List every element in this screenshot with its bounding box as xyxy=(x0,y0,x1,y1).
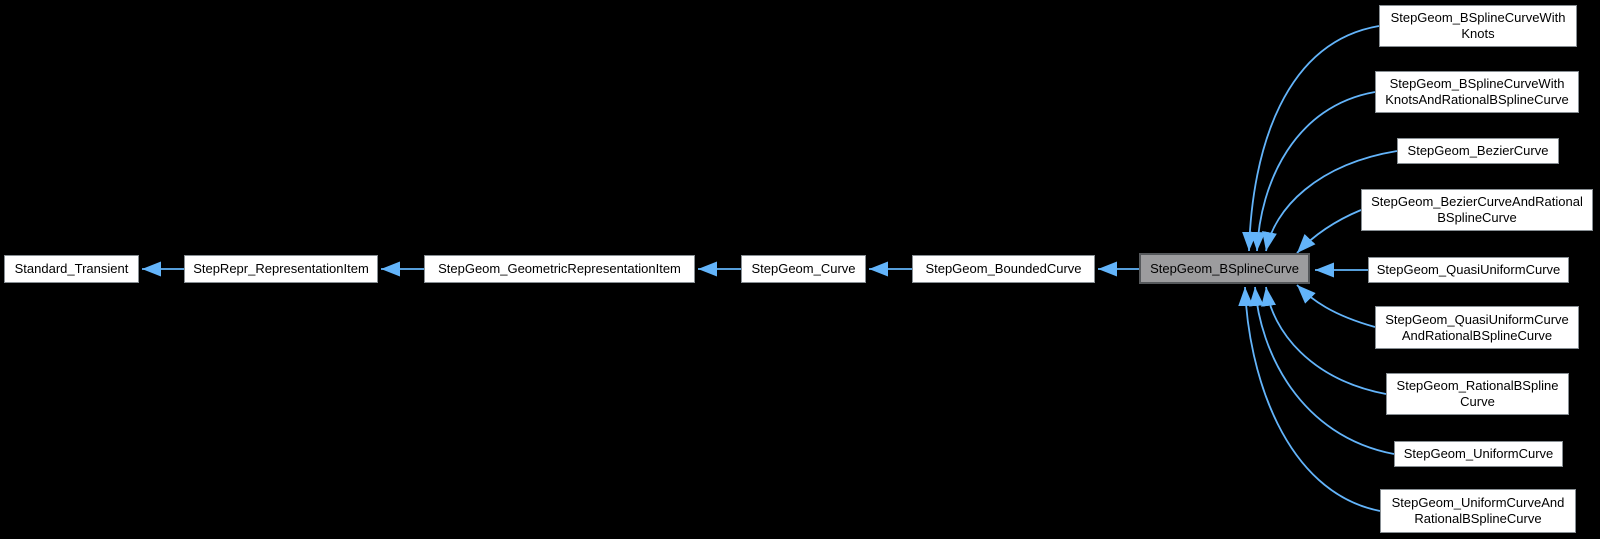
node-label: StepGeom_BSplineCurveWith KnotsAndRation… xyxy=(1385,76,1569,107)
edge-bezierandrational-to-bsplinecurve xyxy=(1296,209,1362,254)
edge-beziercurve-to-bsplinecurve xyxy=(1262,150,1398,252)
node-stepgeom-uniformcurveandrationalbsplinecurve[interactable]: StepGeom_UniformCurveAnd RationalBSpline… xyxy=(1380,489,1576,533)
node-label: StepGeom_QuasiUniformCurve AndRationalBS… xyxy=(1385,311,1569,343)
edge-withknotsandrational-to-bsplinecurve xyxy=(1250,91,1376,252)
node-label: StepGeom_BSplineCurve xyxy=(1150,260,1299,276)
edge-uniformcurve-to-bsplinecurve xyxy=(1248,286,1395,455)
node-stepgeom-curve[interactable]: StepGeom_Curve xyxy=(741,255,866,283)
node-label: StepGeom_BezierCurve xyxy=(1407,143,1549,158)
edge-rationalbspline-to-bsplinecurve xyxy=(1261,286,1387,395)
node-stepgeom-boundedcurve[interactable]: StepGeom_BoundedCurve xyxy=(912,255,1095,283)
node-stepgeom-bsplinecurvewithknots[interactable]: StepGeom_BSplineCurveWith Knots xyxy=(1379,5,1577,47)
node-stepgeom-bsplinecurvewithknotsandrationalbsplinecurve[interactable]: StepGeom_BSplineCurveWith KnotsAndRation… xyxy=(1375,71,1579,113)
node-stepgeom-rationalbsplinecurve[interactable]: StepGeom_RationalBSpline Curve xyxy=(1386,373,1569,415)
edge-quasiuniformandrational-to-bsplinecurve xyxy=(1296,284,1376,328)
edge-uniformandrational-to-bsplinecurve xyxy=(1238,286,1381,512)
node-label: Standard_Transient xyxy=(14,261,129,276)
node-standard-transient[interactable]: Standard_Transient xyxy=(4,255,139,283)
node-stepgeom-uniformcurve[interactable]: StepGeom_UniformCurve xyxy=(1394,441,1563,467)
node-label: StepGeom_UniformCurveAnd RationalBSpline… xyxy=(1391,495,1565,526)
node-stepgeom-geometricrepresentationitem[interactable]: StepGeom_GeometricRepresentationItem xyxy=(424,255,695,283)
node-label: StepGeom_UniformCurve xyxy=(1403,446,1554,461)
node-label: StepRepr_RepresentationItem xyxy=(193,261,369,276)
node-stepgeom-beziercurve[interactable]: StepGeom_BezierCurve xyxy=(1397,138,1559,164)
edge-withknots-to-bsplinecurve xyxy=(1242,25,1380,252)
node-steprepr-representationitem[interactable]: StepRepr_RepresentationItem xyxy=(184,255,378,283)
node-stepgeom-bsplinecurve-focus: StepGeom_BSplineCurve xyxy=(1139,253,1310,284)
node-label: StepGeom_BSplineCurveWith Knots xyxy=(1390,10,1566,41)
node-label: StepGeom_BoundedCurve xyxy=(925,261,1082,276)
node-stepgeom-quasiuniformcurve[interactable]: StepGeom_QuasiUniformCurve xyxy=(1368,257,1569,283)
node-label: StepGeom_Curve xyxy=(751,261,856,276)
node-label: StepGeom_QuasiUniformCurve xyxy=(1376,262,1561,277)
node-label: StepGeom_RationalBSpline Curve xyxy=(1396,378,1559,409)
node-stepgeom-beziercurveandrationalbsplinecurve[interactable]: StepGeom_BezierCurveAndRational BSplineC… xyxy=(1361,189,1593,231)
node-label: StepGeom_BezierCurveAndRational BSplineC… xyxy=(1371,194,1583,225)
node-label: StepGeom_GeometricRepresentationItem xyxy=(438,261,681,276)
node-stepgeom-quasiuniformcurveandrationalbsplinecurve[interactable]: StepGeom_QuasiUniformCurve AndRationalBS… xyxy=(1375,306,1579,349)
